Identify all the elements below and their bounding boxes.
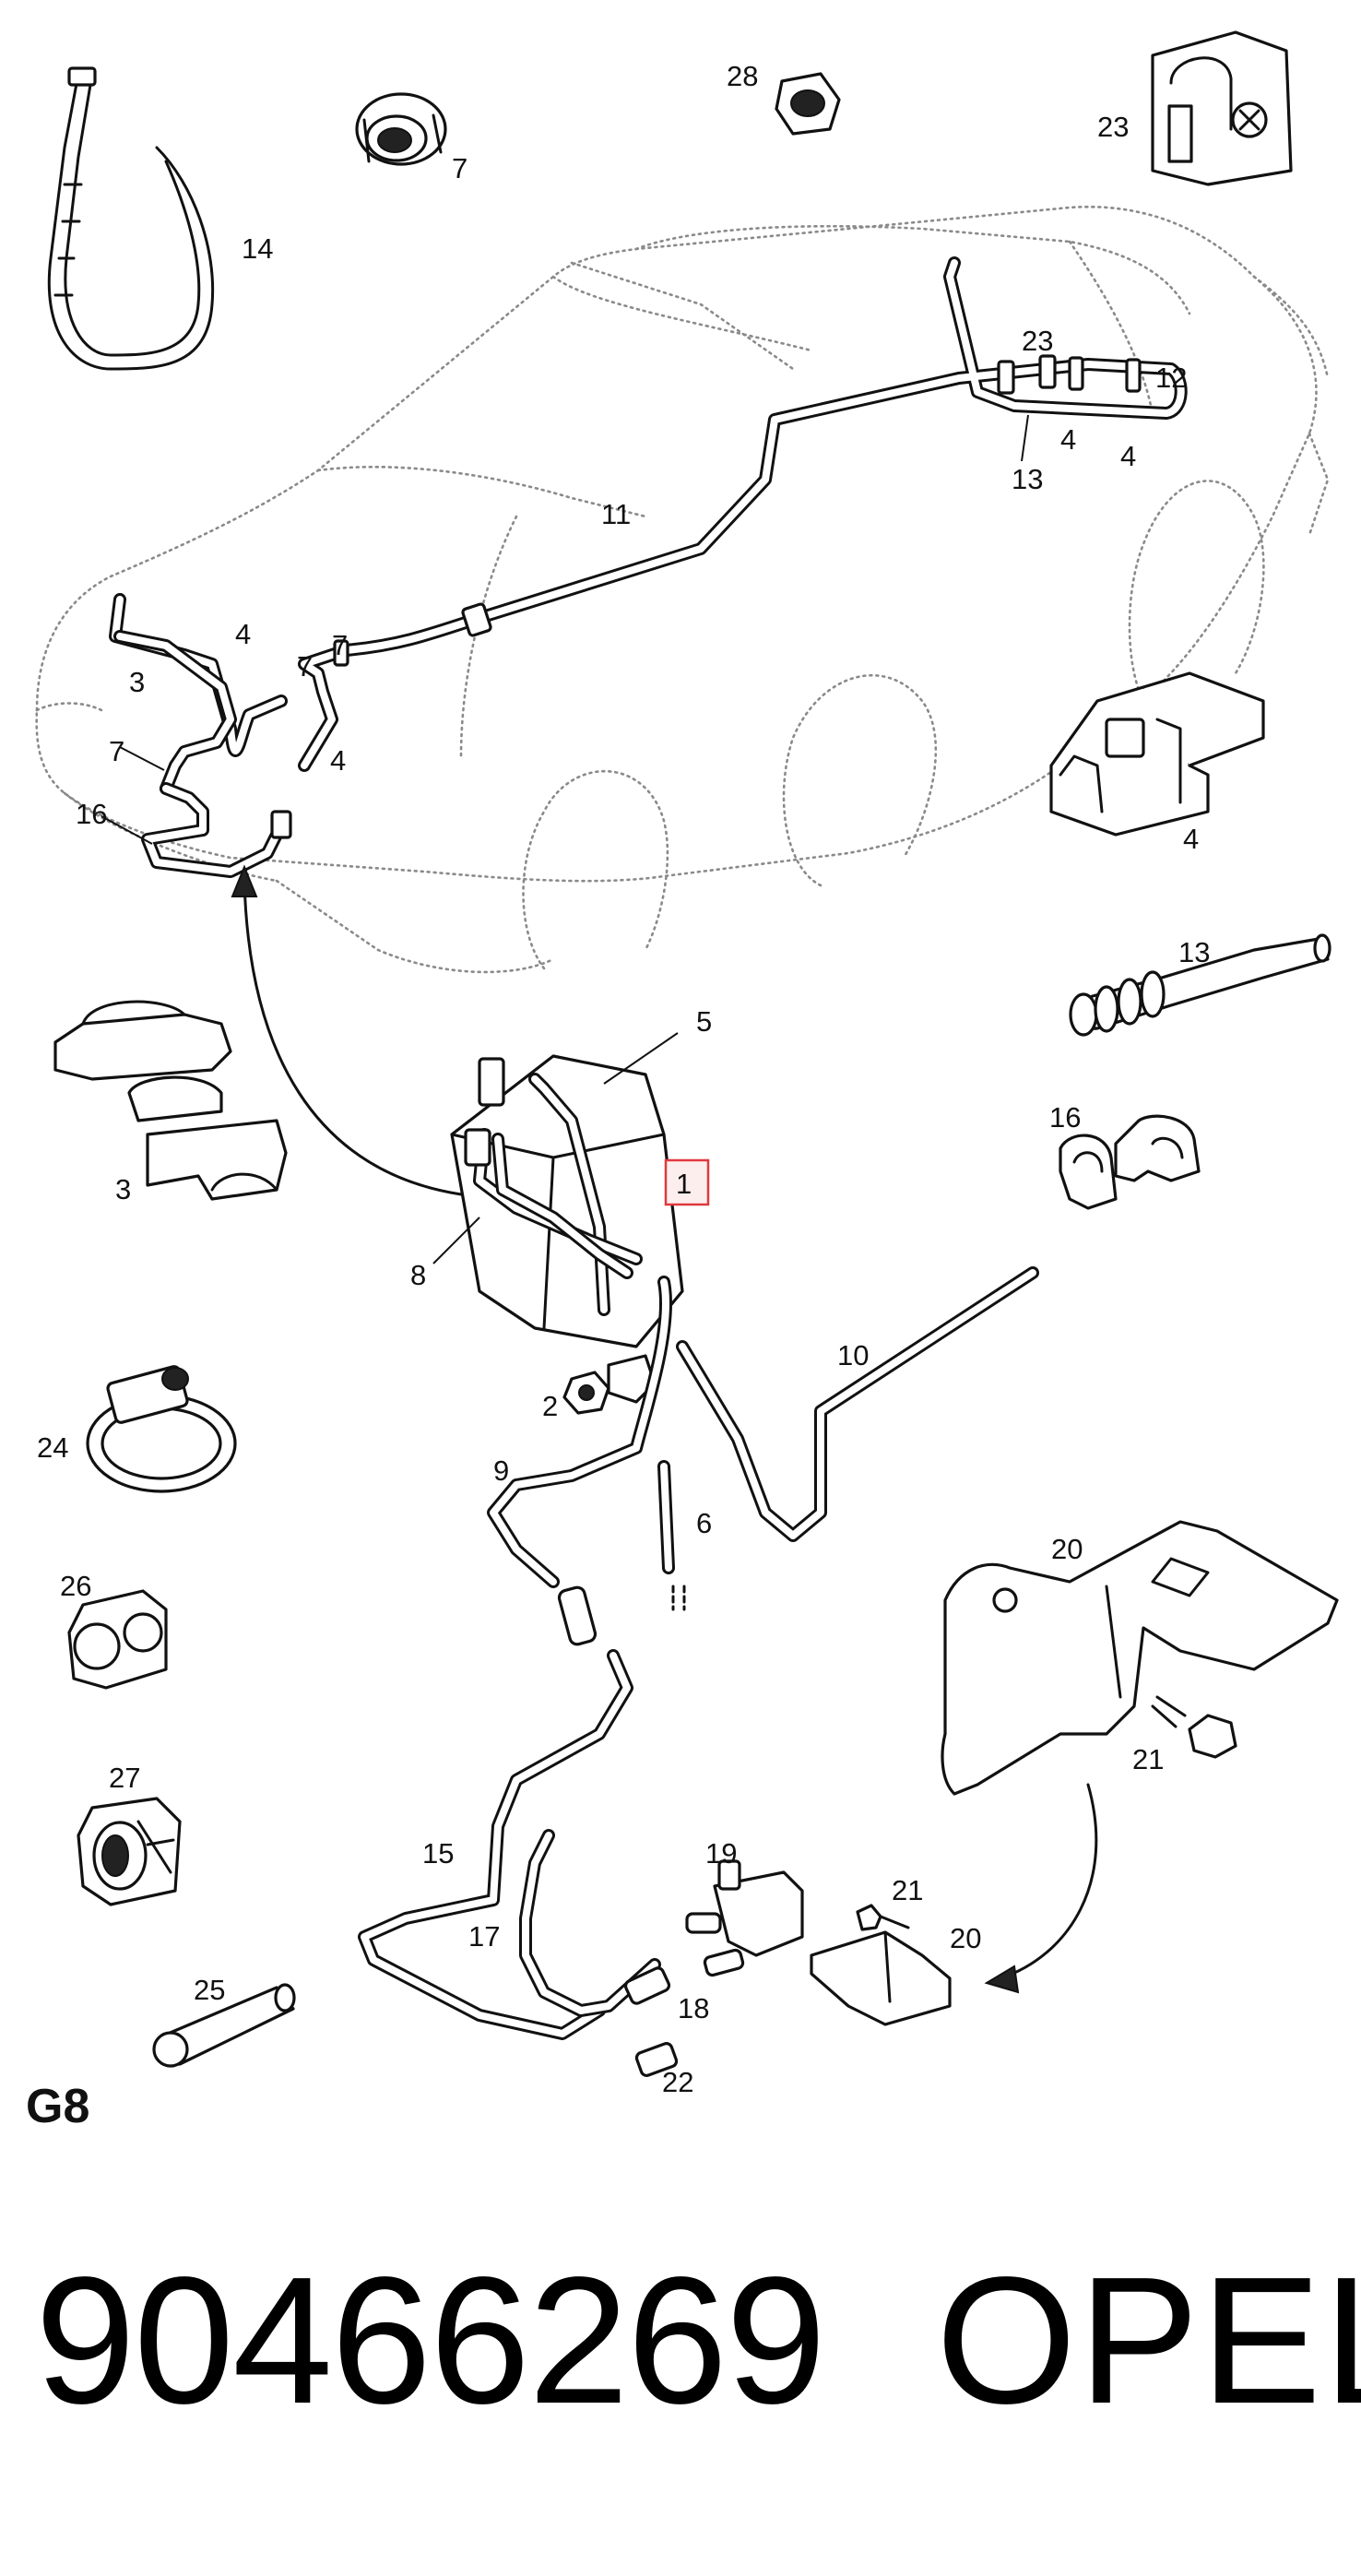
callout-21-small: 21 xyxy=(892,1874,923,1906)
callout-15: 15 xyxy=(422,1837,454,1870)
callout-7-front-b: 7 xyxy=(332,629,348,661)
part-number: 90466269 xyxy=(35,2239,826,2441)
car-outline xyxy=(35,206,1330,974)
part-25-sleeve xyxy=(152,1983,296,2068)
part-28-nut xyxy=(775,72,841,136)
part-14-cable-tie xyxy=(47,66,215,371)
callout-2: 2 xyxy=(542,1390,558,1422)
callout-23-rear: 23 xyxy=(1022,325,1053,357)
arrows xyxy=(231,864,1098,1994)
callout-4-front-a: 4 xyxy=(235,618,251,650)
callout-25: 25 xyxy=(194,1974,225,2006)
part-21-bolt-small xyxy=(856,1904,910,1931)
hoses-5-8-9-10 xyxy=(464,1057,1039,1611)
brand-name: OPEL xyxy=(936,2239,1361,2441)
callout-5: 5 xyxy=(696,1005,712,1038)
callout-11: 11 xyxy=(601,498,631,530)
part-20-bracket-small xyxy=(810,1930,952,2026)
part-20-bracket-large xyxy=(941,1520,1339,1796)
callout-7-grommet: 7 xyxy=(452,152,467,184)
callout-3-part: 3 xyxy=(115,1173,131,1205)
part-19-valve xyxy=(685,1859,804,1977)
callout-6: 6 xyxy=(696,1507,712,1539)
callout-21-large: 21 xyxy=(1132,1743,1164,1775)
part-13-connector xyxy=(1069,933,1331,1037)
leader-lines xyxy=(101,414,1029,1264)
callout-19: 19 xyxy=(705,1837,737,1870)
callout-4-rear-a: 4 xyxy=(1060,423,1076,456)
callout-13-rear: 13 xyxy=(1012,463,1043,495)
callout-17: 17 xyxy=(468,1920,500,1953)
part-26-clip xyxy=(67,1589,168,1690)
part-2-nut xyxy=(562,1371,610,1415)
part-4-double-clip xyxy=(1049,671,1265,837)
callout-18: 18 xyxy=(678,1992,709,2024)
part-24-hose-clamp xyxy=(86,1365,237,1493)
callout-7-front-c: 7 xyxy=(109,735,124,767)
callout-10: 10 xyxy=(837,1339,869,1371)
callout-23-part: 23 xyxy=(1097,111,1129,143)
callout-24: 24 xyxy=(37,1431,68,1464)
callout-20-small: 20 xyxy=(950,1922,981,1954)
callout-16-front: 16 xyxy=(76,798,107,830)
callout-13-part: 13 xyxy=(1178,936,1210,968)
callout-26: 26 xyxy=(60,1570,91,1602)
hoses-15-17-18-22 xyxy=(358,1585,679,2077)
part-1-highlight-box xyxy=(664,1158,710,1206)
callout-28: 28 xyxy=(727,60,758,92)
callout-7-front-a: 7 xyxy=(297,650,313,683)
callout-8: 8 xyxy=(410,1259,426,1291)
part-21-bolt-large xyxy=(1151,1695,1237,1759)
vent-line-11 xyxy=(109,256,1188,878)
callout-1: 1 xyxy=(676,1168,692,1200)
callout-20-large: 20 xyxy=(1051,1533,1083,1565)
callout-3-front: 3 xyxy=(129,666,145,698)
callout-labels: 1 2 3 3 4 4 4 4 4 5 6 7 7 7 7 8 9 10 11 … xyxy=(37,60,1210,2098)
callout-16-part: 16 xyxy=(1049,1101,1081,1134)
part-27-clip xyxy=(77,1797,182,1906)
part-3-clip xyxy=(53,1000,288,1201)
part-23-clip xyxy=(1151,30,1293,186)
part-7-grommet xyxy=(355,92,447,166)
part-16-clip xyxy=(1059,1114,1201,1210)
callout-14: 14 xyxy=(242,232,273,265)
section-code: G8 xyxy=(26,2080,90,2133)
callout-22: 22 xyxy=(662,2066,693,2098)
callout-4-part: 4 xyxy=(1183,823,1199,855)
callout-27: 27 xyxy=(109,1762,140,1794)
callout-9: 9 xyxy=(493,1454,509,1487)
callout-4-front-b: 4 xyxy=(330,744,346,777)
callout-12: 12 xyxy=(1155,362,1187,394)
callout-4-rear-b: 4 xyxy=(1120,440,1136,472)
